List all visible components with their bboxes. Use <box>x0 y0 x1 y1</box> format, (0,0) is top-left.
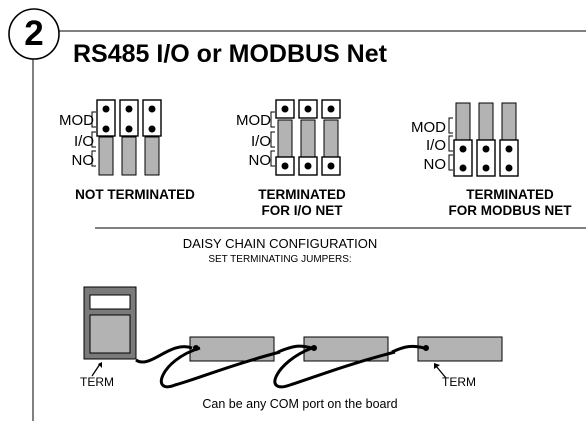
bracket <box>448 117 453 134</box>
jumper-cap <box>478 102 494 142</box>
jumper-cap <box>144 136 160 176</box>
term-arrow-right <box>435 365 447 379</box>
term-arrowhead-right <box>434 363 440 369</box>
pin <box>148 125 156 133</box>
set3-no-label: NO <box>423 156 447 173</box>
set2-io-label: I/O <box>250 133 271 150</box>
jumper-cap <box>323 119 339 159</box>
set2-brackets <box>270 111 275 167</box>
caption-terminated-modbus-line2: FOR MODBUS NET <box>448 203 572 218</box>
pin <box>102 105 110 113</box>
set2-mod-label: MOD <box>236 112 271 129</box>
set3-io-label: I/O <box>425 137 446 154</box>
pin <box>505 164 513 172</box>
cable-2 <box>273 346 396 389</box>
page-title: RS485 I/O or MODBUS Net <box>73 40 387 68</box>
set2-pin-column-2 <box>298 99 318 176</box>
set2-pin-column-3 <box>321 99 341 176</box>
set1-mod-label: MOD <box>59 112 94 129</box>
set3-pin-column-1 <box>453 102 473 177</box>
jumper-cap <box>98 136 114 176</box>
pin <box>482 164 490 172</box>
bracket <box>448 135 453 152</box>
bracket <box>270 150 275 167</box>
caption-terminated-io-line1: TERMINATED <box>258 187 346 202</box>
term-arrowhead-left <box>98 362 102 368</box>
pin <box>327 105 335 113</box>
jumper-cap <box>300 119 316 159</box>
pin-header-bottom <box>476 139 496 177</box>
pin <box>148 105 156 113</box>
pin <box>304 105 312 113</box>
caption-terminated-io-line2: FOR I/O NET <box>261 203 343 218</box>
pin <box>459 145 467 153</box>
term-label-left: TERM <box>80 375 114 389</box>
pin <box>459 164 467 172</box>
connector-dot <box>311 345 317 351</box>
pin-header-mod <box>142 99 162 137</box>
daisy-chain-subtitle: SET TERMINATING JUMPERS: <box>208 254 352 265</box>
cable-2-join <box>277 344 313 354</box>
bracket <box>91 131 96 148</box>
step-number-circle <box>8 8 60 60</box>
set1-pin-column-1 <box>96 99 116 176</box>
bracket <box>91 111 96 128</box>
set3-mod-label: MOD <box>411 119 446 136</box>
set1-pin-column-2 <box>119 99 139 176</box>
bracket <box>270 131 275 148</box>
jumper-cap <box>277 119 293 159</box>
pin <box>281 105 289 113</box>
jumper-cap <box>501 102 517 142</box>
set3-pin-column-3 <box>499 102 519 177</box>
pin-header-mod <box>119 99 139 137</box>
pin <box>327 162 335 170</box>
bracket <box>270 111 275 128</box>
device-panel <box>89 314 131 354</box>
pin <box>281 162 289 170</box>
pin <box>304 162 312 170</box>
pin-header-bottom <box>499 139 519 177</box>
pin-header-mod <box>96 99 116 137</box>
set3-pin-column-2 <box>476 102 496 177</box>
set1-pin-column-3 <box>142 99 162 176</box>
set1-io-label: I/O <box>73 133 94 150</box>
daisy-chain-title: DAISY CHAIN CONFIGURATION <box>182 236 378 251</box>
set2-pin-column-1 <box>275 99 295 176</box>
pin <box>102 125 110 133</box>
bracket <box>91 150 96 167</box>
pin <box>125 125 133 133</box>
jumper-cap <box>455 102 471 142</box>
jumper-cap <box>121 136 137 176</box>
set1-no-label: NO <box>71 152 95 169</box>
connector-dot <box>193 345 199 351</box>
cable-3-join <box>391 344 425 354</box>
pin <box>125 105 133 113</box>
step-number: 2 <box>24 14 44 53</box>
set3-brackets <box>448 117 453 171</box>
connector-dot <box>423 345 429 351</box>
pin-header-bottom <box>453 139 473 177</box>
pin <box>482 145 490 153</box>
set1-brackets <box>91 111 96 167</box>
bracket <box>448 154 453 171</box>
daisy-chain-drawing <box>83 286 503 389</box>
set2-no-label: NO <box>248 152 272 169</box>
com-port-note: Can be any COM port on the board <box>202 397 398 411</box>
term-arrow-left <box>91 363 101 377</box>
jumper-sets <box>91 99 519 177</box>
term-label-right: TERM <box>442 375 476 389</box>
cable-1a <box>135 345 193 364</box>
pin <box>505 145 513 153</box>
cable-1b <box>159 346 281 389</box>
io-board-3 <box>417 336 503 362</box>
device-display <box>89 294 131 310</box>
caption-not-terminated: NOT TERMINATED <box>75 187 195 202</box>
caption-terminated-modbus-line1: TERMINATED <box>466 187 554 202</box>
